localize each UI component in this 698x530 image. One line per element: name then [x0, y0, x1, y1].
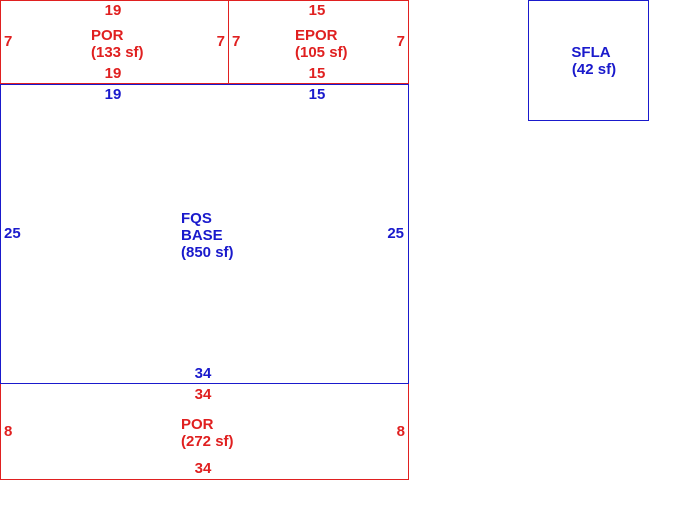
epor-label-line-2: (105 sf)	[295, 44, 348, 61]
por-top-label-line-1: POR	[91, 27, 124, 44]
base-dim-right: 25	[387, 225, 404, 242]
por-top-label-line-2: (133 sf)	[91, 44, 144, 61]
area-por-bottom: 34 34 8 8 POR (272 sf)	[0, 383, 409, 480]
por-top-dim-right: 7	[217, 33, 225, 50]
por-top-dim-bottom: 19	[105, 65, 122, 82]
por-bottom-dim-bottom: 34	[195, 460, 212, 477]
por-top-dim-left: 7	[4, 33, 12, 50]
por-bottom-dim-right: 8	[397, 423, 405, 440]
por-bottom-dim-left: 8	[4, 423, 12, 440]
area-epor-outline	[228, 0, 409, 84]
por-top-dim-top: 19	[105, 2, 122, 19]
base-label-line-2: BASE	[181, 227, 223, 244]
base-label-line-1: FQS	[181, 210, 212, 227]
area-por-top: 19 19 7 7 POR (133 sf)	[0, 0, 229, 84]
base-dim-top-right: 15	[309, 86, 326, 103]
sfla-label-line-1: SFLA	[571, 44, 610, 61]
base-dim-left: 25	[4, 225, 21, 242]
area-base: 19 15 34 25 25 FQS BASE (850 sf)	[0, 84, 409, 384]
epor-dim-left: 7	[232, 33, 240, 50]
epor-dim-bottom: 15	[309, 65, 326, 82]
epor-label-line-1: EPOR	[295, 27, 338, 44]
por-bottom-label-line-1: POR	[181, 416, 214, 433]
sfla-label-line-2: (42 sf)	[572, 61, 616, 78]
base-dim-bottom: 34	[195, 365, 212, 382]
por-bottom-dim-top: 34	[195, 386, 212, 403]
area-epor: 15 15 7 7 EPOR (105 sf)	[228, 0, 409, 84]
epor-dim-top: 15	[309, 2, 326, 19]
area-sfla-outline	[528, 0, 649, 121]
area-base-outline	[0, 84, 409, 384]
base-dim-top-left: 19	[105, 86, 122, 103]
base-label-line-3: (850 sf)	[181, 244, 234, 261]
por-bottom-label-line-2: (272 sf)	[181, 433, 234, 450]
area-sfla: SFLA (42 sf)	[528, 0, 649, 121]
epor-dim-right: 7	[397, 33, 405, 50]
